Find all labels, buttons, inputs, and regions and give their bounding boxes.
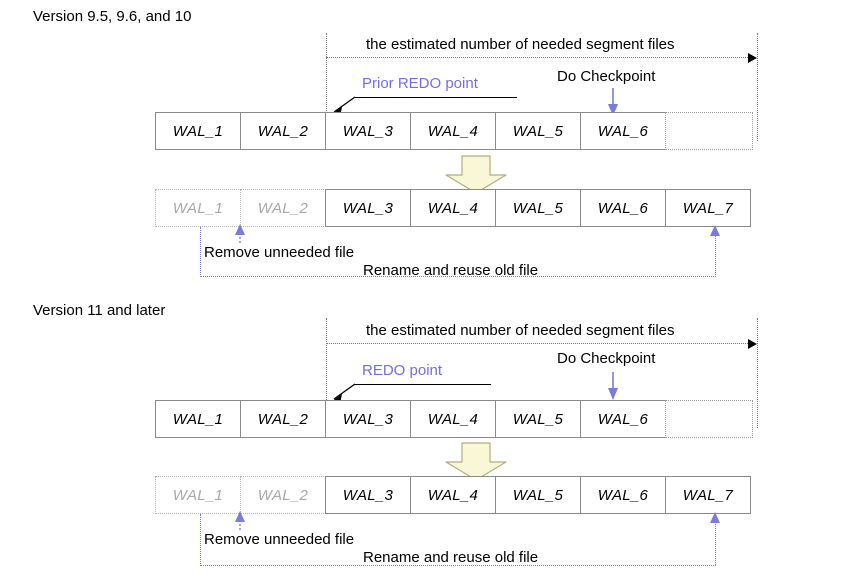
wal-cell[interactable]: WAL_3 (325, 400, 411, 438)
wal-cell[interactable]: WAL_3 (325, 189, 411, 227)
wal-cell[interactable]: WAL_5 (495, 400, 581, 438)
wal-cell-removed: WAL_2 (240, 189, 326, 227)
rename-callout-line (715, 522, 716, 565)
wal-cell[interactable]: WAL_6 (580, 400, 666, 438)
span-left-boundary (326, 33, 327, 141)
span-line (326, 57, 750, 58)
wal-cell[interactable]: WAL_4 (410, 112, 496, 150)
remove-callout-line (200, 227, 201, 277)
right-arrow-icon (748, 53, 757, 63)
wal-cell-new[interactable]: WAL_7 (665, 476, 751, 514)
rename-callout-label: Rename and reuse old file (363, 262, 539, 279)
checkpoint-label: Do Checkpoint (557, 68, 656, 85)
span-label: the estimated number of needed segment f… (366, 36, 675, 53)
remove-callout-label: Remove unneeded file (204, 244, 355, 261)
remove-callout-label: Remove unneeded file (204, 531, 355, 548)
down-block-arrow-icon (445, 442, 507, 481)
wal-cell-placeholder (665, 112, 753, 150)
wal-cell[interactable]: WAL_4 (410, 400, 496, 438)
wal-cell[interactable]: WAL_6 (580, 189, 666, 227)
wal-cell-new[interactable]: WAL_7 (665, 189, 751, 227)
wal-cell[interactable]: WAL_2 (240, 400, 326, 438)
wal-cell-removed: WAL_2 (240, 476, 326, 514)
redo-point-label: REDO point (362, 362, 443, 379)
diagram-panel-version-9: Version 9.5, 9.6, and 10 the estimated n… (33, 8, 758, 279)
rename-callout-label: Rename and reuse old file (363, 549, 539, 566)
down-block-arrow-icon (445, 155, 507, 194)
right-arrow-icon (748, 339, 757, 349)
remove-callout-base (200, 276, 716, 277)
wal-row-after: WAL_1 WAL_2 WAL_3 WAL_4 WAL_5 WAL_6 WAL_… (155, 476, 751, 514)
span-left-boundary (326, 318, 327, 428)
remove-callout-base (200, 565, 716, 566)
wal-cell[interactable]: WAL_2 (240, 112, 326, 150)
wal-row-before: WAL_1 WAL_2 WAL_3 WAL_4 WAL_5 WAL_6 (155, 112, 753, 150)
rename-callout-line (715, 235, 716, 277)
wal-row-after: WAL_1 WAL_2 WAL_3 WAL_4 WAL_5 WAL_6 WAL_… (155, 189, 751, 227)
wal-cell[interactable]: WAL_5 (495, 189, 581, 227)
span-right-boundary (757, 33, 758, 141)
panel-title: Version 11 and later (33, 302, 166, 319)
span-line (326, 343, 750, 344)
wal-cell[interactable]: WAL_5 (495, 476, 581, 514)
down-arrow-icon (608, 372, 618, 400)
checkpoint-label: Do Checkpoint (557, 350, 656, 367)
redo-point-underline (355, 97, 517, 98)
panel-title: Version 9.5, 9.6, and 10 (33, 8, 192, 25)
wal-cell[interactable]: WAL_4 (410, 189, 496, 227)
wal-cell[interactable]: WAL_5 (495, 112, 581, 150)
wal-cell[interactable]: WAL_1 (155, 112, 241, 150)
wal-cell-removed: WAL_1 (155, 189, 241, 227)
redo-point-underline (355, 384, 491, 385)
span-label: the estimated number of needed segment f… (366, 322, 675, 339)
wal-cell[interactable]: WAL_3 (325, 112, 411, 150)
span-right-boundary (757, 318, 758, 428)
wal-cell[interactable]: WAL_6 (580, 112, 666, 150)
wal-row-before: WAL_1 WAL_2 WAL_3 WAL_4 WAL_5 WAL_6 (155, 400, 753, 438)
redo-point-label: Prior REDO point (362, 75, 478, 92)
remove-callout-line (200, 514, 201, 566)
wal-cell-placeholder (665, 400, 753, 438)
wal-cell[interactable]: WAL_3 (325, 476, 411, 514)
wal-cell[interactable]: WAL_1 (155, 400, 241, 438)
wal-cell[interactable]: WAL_6 (580, 476, 666, 514)
wal-cell[interactable]: WAL_4 (410, 476, 496, 514)
diagram-panel-version-11: Version 11 and later the estimated numbe… (0, 290, 855, 579)
wal-cell-removed: WAL_1 (155, 476, 241, 514)
